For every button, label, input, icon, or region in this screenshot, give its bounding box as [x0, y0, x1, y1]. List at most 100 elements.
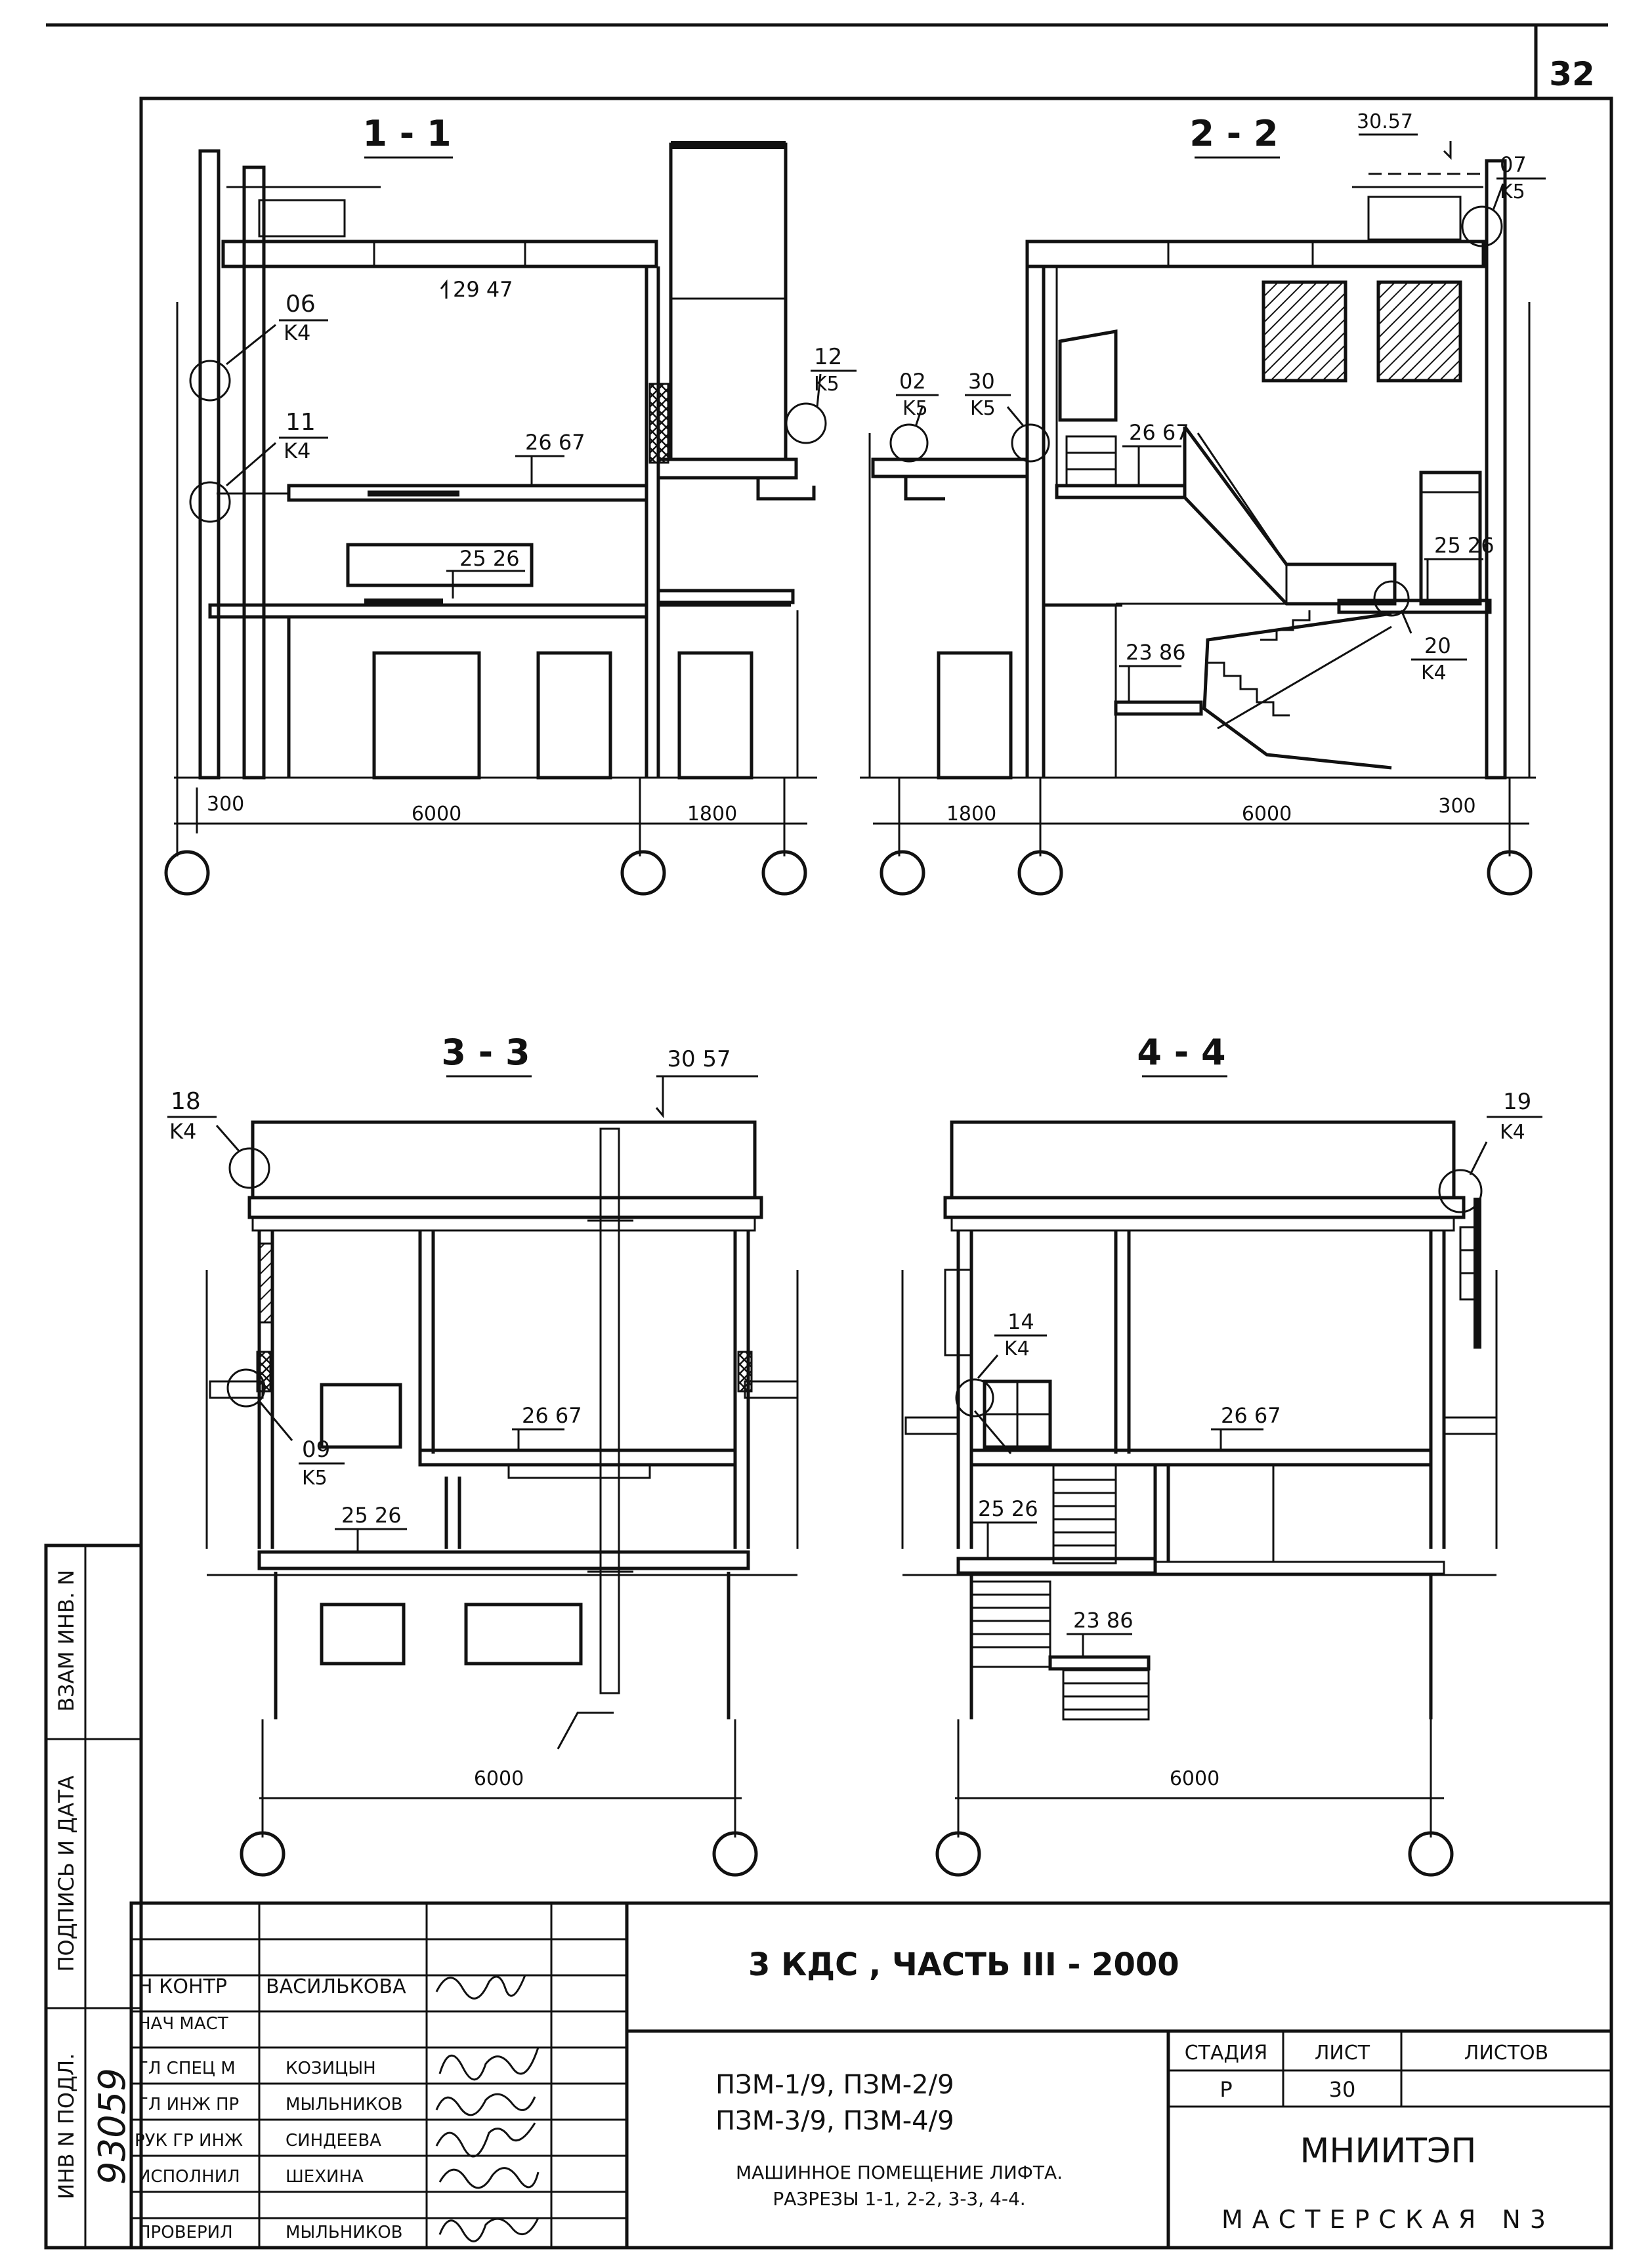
stair-steps — [1260, 610, 1311, 641]
floor-slab-23-86 — [1114, 700, 1203, 716]
roof-curb — [258, 199, 346, 238]
level-26-67: 26 67 — [1129, 420, 1189, 445]
detail-circle — [889, 423, 929, 463]
sheet-value: 30 — [1329, 2077, 1356, 2102]
level-30-57: 30.57 — [1357, 110, 1413, 133]
door-opening — [677, 651, 753, 780]
staff-name-1: ВАСИЛЬКОВА — [266, 1975, 406, 1998]
dim-1800: 1800 — [687, 803, 737, 826]
level-26-67: 26 67 — [1221, 1403, 1281, 1428]
staff-name-4: МЫЛЬНИКОВ — [286, 2095, 403, 2114]
callout-02-ref: K5 — [902, 397, 928, 420]
dim-300: 300 — [1438, 795, 1475, 818]
title-block-frame — [129, 1901, 1613, 2250]
roof-slab — [943, 1196, 1466, 1219]
callout-18-ref: K4 — [169, 1119, 196, 1144]
dim-6000: 6000 — [1242, 803, 1292, 826]
side-stamp-frame — [44, 1544, 143, 2250]
side-podpis: ПОДПИСЬ И ДАТА — [54, 1775, 79, 1971]
door-opening — [536, 651, 612, 780]
staff-name-5: СИНДЕЕВА — [286, 2131, 381, 2151]
stair-steps — [1208, 662, 1290, 717]
floor-slab-23-86 — [1048, 1655, 1151, 1671]
lift-machine — [1058, 329, 1118, 422]
stair-flight-lower — [1202, 612, 1392, 770]
callout-14-num: 14 — [1007, 1309, 1034, 1334]
signature — [438, 2047, 540, 2081]
callout-19-ref: K4 — [1500, 1121, 1525, 1144]
floor-slab — [1154, 1561, 1445, 1575]
insulation-fill — [258, 1242, 274, 1324]
detail-circle — [189, 481, 231, 523]
side-inv-number: 93059 — [91, 2068, 134, 2185]
organization-name: МНИИТЭП — [1300, 2132, 1477, 2171]
level-29-47: 29 47 — [453, 277, 513, 302]
roof-parapet — [251, 1120, 757, 1200]
grid-axis-marker — [240, 1831, 286, 1877]
machine-platform — [656, 457, 798, 480]
level-25-26: 25 26 — [459, 546, 520, 571]
desc-line-1: МАШИННОЕ ПОМЕЩЕНИЕ ЛИФТА. — [736, 2162, 1063, 2183]
floor-slab-25-26 — [956, 1557, 1157, 1575]
callout-leader — [258, 1400, 293, 1441]
floor-slab-26-67 — [418, 1448, 737, 1467]
stage-header: СТАДИЯ — [1185, 2042, 1268, 2065]
callout-11-num: 11 — [286, 409, 316, 436]
detail-circle — [228, 1147, 270, 1189]
workshop-name: МАСТЕРСКАЯ N3 — [1221, 2205, 1555, 2234]
staff-role-7: ПРОВЕРИЛ — [138, 2223, 233, 2242]
slab-end — [744, 1380, 799, 1399]
callout-09-ref: K5 — [302, 1467, 328, 1490]
right-column — [1485, 159, 1507, 780]
duct-fitting — [557, 1712, 614, 1750]
stage-value: Р — [1219, 2077, 1232, 2102]
dim-1800: 1800 — [946, 803, 996, 826]
section-4-4-title: 4 - 4 — [1137, 1032, 1225, 1073]
level-26-67: 26 67 — [525, 430, 585, 455]
roof-slab — [221, 240, 658, 268]
side-inv: ИНВ N ПОДЛ. — [54, 2053, 79, 2200]
machine-base — [1065, 435, 1117, 487]
slab-end — [904, 1416, 960, 1435]
floor-slab-25-26 — [257, 1550, 750, 1570]
section-1-1: 1 - 1 29 47 26 67 25 26 — [164, 113, 857, 896]
detail-circle — [1438, 1169, 1483, 1213]
floor-slab-26-67 — [287, 484, 648, 502]
ladder-rail — [1474, 1198, 1481, 1349]
grid-axis-marker — [620, 850, 666, 896]
dim-300: 300 — [207, 793, 244, 816]
window-opening — [346, 543, 534, 587]
callout-18-num: 18 — [171, 1088, 201, 1115]
roof-beam — [251, 1216, 756, 1232]
floor-slab-26-67 — [969, 1448, 1433, 1467]
hatched-window — [1376, 280, 1462, 383]
callout-leader — [226, 324, 276, 366]
level-25-26: 25 26 — [978, 1496, 1038, 1521]
callout-leader — [1469, 1141, 1488, 1175]
staff-name-7: МЫЛЬНИКОВ — [286, 2223, 403, 2242]
hatched-window — [1262, 280, 1347, 383]
window-opening — [320, 1383, 402, 1449]
callout-leader — [977, 1354, 999, 1379]
stair-tower — [1419, 471, 1482, 606]
callout-leader — [816, 373, 822, 408]
grid-axis-marker — [1408, 1831, 1454, 1877]
grid-axis-marker — [761, 850, 807, 896]
staff-role-2: НАЧ МАСТ — [138, 2014, 228, 2034]
staff-role-3: ГЛ СПЕЦ М — [138, 2059, 236, 2078]
series-title: 3 КДС , ЧАСТЬ III - 2000 — [748, 1946, 1179, 1983]
section-1-1-title: 1 - 1 — [362, 113, 451, 154]
stair-treads — [1063, 1682, 1149, 1711]
roof-parapet — [950, 1120, 1456, 1200]
stair-rail — [1197, 432, 1288, 565]
title-block: Н КОНТР ВАСИЛЬКОВА НАЧ МАСТ ГЛ СПЕЦ М КО… — [129, 1901, 1613, 2250]
callout-09-num: 09 — [302, 1437, 330, 1463]
callout-leader — [914, 406, 923, 427]
floor-slab-lower — [208, 603, 648, 619]
desc-line-2: РАЗРЕЗЫ 1-1, 2-2, 3-3, 4-4. — [773, 2188, 1025, 2210]
callout-06-ref: K4 — [284, 320, 310, 345]
callout-30-ref: K5 — [970, 397, 996, 420]
signature — [438, 2167, 540, 2189]
window-opening — [320, 1603, 406, 1666]
